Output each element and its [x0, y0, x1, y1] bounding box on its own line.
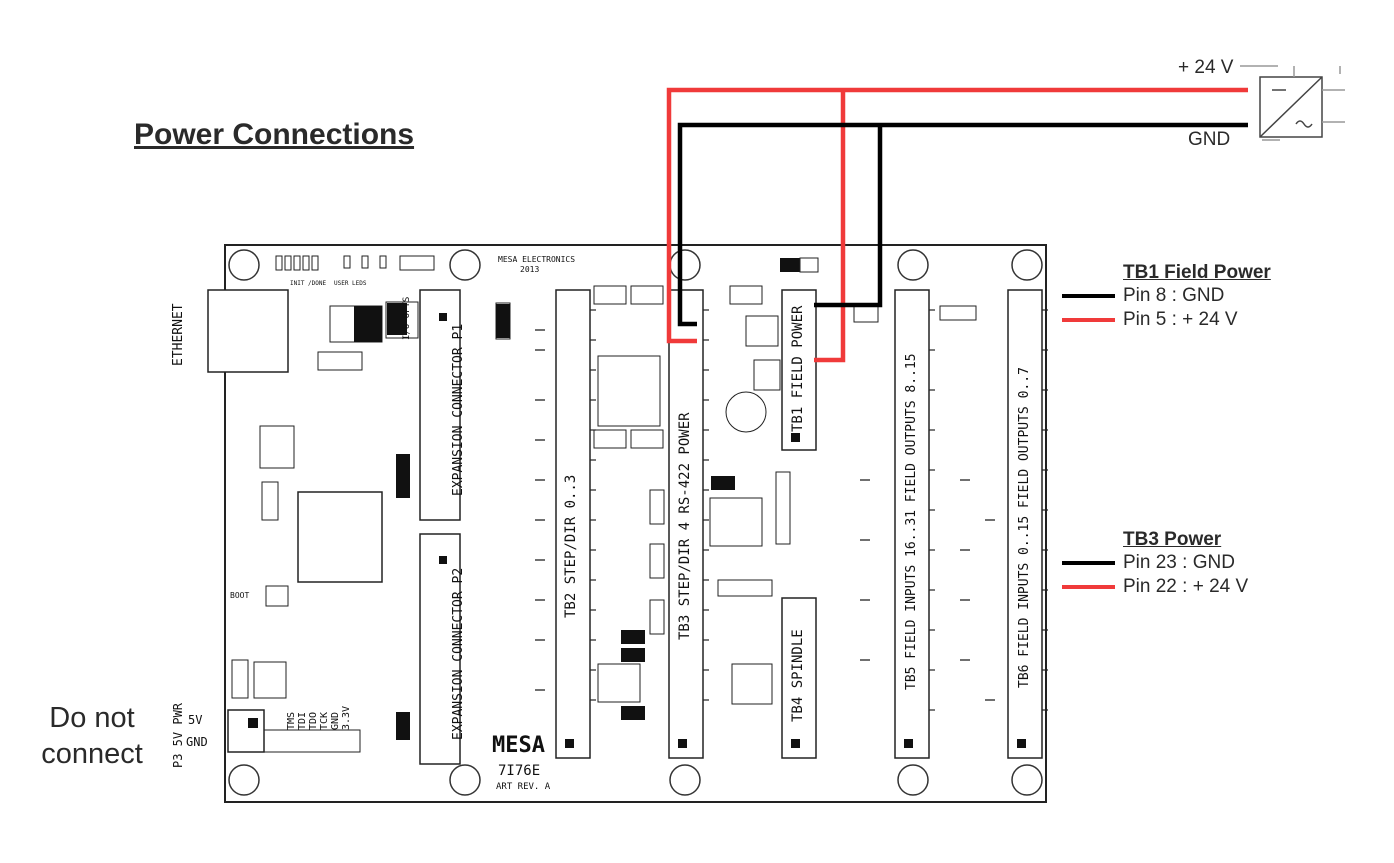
jtag-tdo: TDO: [308, 712, 319, 730]
mesa-7i76e-board: MESA ELECTRONICS 2013 INIT /DONE USER LE…: [171, 244, 1048, 803]
board-year-text: 2013: [520, 265, 539, 274]
tb2-label: TB2 STEP/DIR 0..3: [563, 475, 579, 618]
expansion-p1-label: EXPANSION CONNECTOR P1: [451, 324, 466, 496]
tb3-label: TB3 STEP/DIR 4 RS-422 POWER: [677, 412, 693, 640]
tb1-legend-24v: Pin 5 : + 24 V: [1123, 309, 1238, 330]
psu-24v-label: + 24 V: [1178, 57, 1234, 78]
wire-gnd-tb3: [677, 122, 1248, 327]
terminal-block-tb2: [555, 289, 591, 759]
terminal-block-tb3: [668, 289, 704, 759]
terminal-block-tb5: [894, 289, 930, 759]
do-not-connect-line2: connect: [41, 738, 143, 770]
jtag-tms: TMS: [286, 712, 297, 730]
mesa-logo: MESA: [492, 733, 545, 758]
p3-5v-pwr-label: P3 5V PWR: [171, 702, 185, 768]
tb3-legend-24v: Pin 22 : + 24 V: [1123, 576, 1249, 597]
ethernet-label: ETHERNET: [171, 303, 186, 366]
wires: [666, 87, 1248, 363]
jtag-3v3: 3.3V: [341, 706, 352, 730]
page-title: Power Connections: [134, 118, 415, 151]
expansion-p2-label: EXPANSION CONNECTOR P2: [451, 568, 466, 740]
board-rev-text: ART REV. A: [496, 782, 551, 792]
fpga-chip: [297, 491, 383, 583]
do-not-connect-line1: Do not: [49, 702, 135, 734]
tb1-legend-gnd: Pin 8 : GND: [1123, 285, 1225, 306]
tb3-legend-heading: TB3 Power: [1123, 529, 1222, 550]
power-supply-icon: [1240, 65, 1345, 141]
terminal-block-tb1: [781, 289, 817, 451]
tb3-legend-gnd: Pin 23 : GND: [1123, 552, 1235, 573]
psu-gnd-label: GND: [1188, 129, 1231, 150]
jtag-tck: TCK: [319, 712, 330, 730]
p3-gnd-text: GND: [186, 735, 208, 749]
legend-swatches: [1062, 294, 1115, 589]
user-leds-text: USER LEDS: [334, 280, 367, 287]
board-maker-text: MESA ELECTRONICS: [498, 255, 575, 264]
tb5-label: TB5 FIELD INPUTS 16..31 FIELD OUTPUTS 8.…: [904, 353, 919, 690]
ethernet-jack: [207, 289, 289, 373]
expansion-connector-p2: [419, 533, 461, 765]
do-not-connect-note: Do not connect: [30, 700, 154, 772]
tb6-label: TB6 FIELD INPUTS 0..15 FIELD OUTPUTS 0..…: [1017, 367, 1032, 688]
tb1-legend-heading: TB1 Field Power: [1123, 262, 1271, 283]
jtag-gnd: GND: [330, 712, 341, 730]
board-model-text: 7I76E: [498, 763, 540, 779]
terminal-block-tb4: [781, 597, 817, 759]
p3-5v-power-connector: [227, 709, 265, 753]
io-opts-label: I/O OPTS: [402, 297, 412, 340]
wire-gnd-tb1: [814, 125, 883, 308]
jtag-tdi: TDI: [297, 712, 308, 730]
tb1-label: TB1 FIELD POWER: [790, 305, 806, 432]
wire-24v-tb3: [666, 87, 1248, 344]
boot-text: BOOT: [230, 591, 249, 600]
terminal-block-tb6: [1007, 289, 1043, 759]
wire-24v-tb1: [814, 90, 846, 363]
tb4-label: TB4 SPINDLE: [790, 629, 806, 722]
expansion-connector-p1: [419, 289, 461, 521]
p3-5v-text: 5V: [188, 713, 202, 727]
init-done-text: INIT /DONE: [290, 280, 327, 287]
